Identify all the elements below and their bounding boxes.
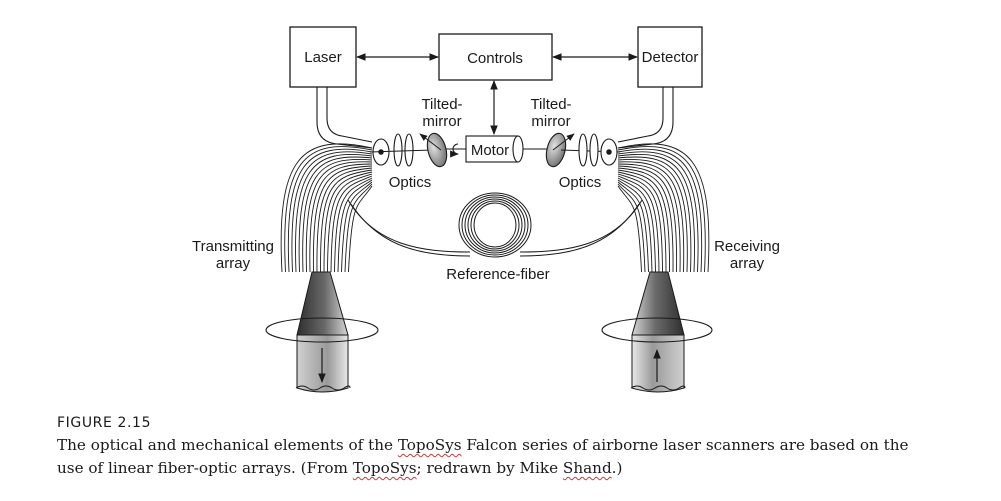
connector-arrows bbox=[356, 53, 638, 135]
tilted-mirror-right-line1: Tilted- bbox=[530, 96, 571, 113]
transmitting-array-line1: Transmitting bbox=[192, 238, 274, 255]
receiving-array-line2: array bbox=[730, 255, 765, 272]
right-tilted-mirror bbox=[545, 132, 575, 168]
spellcheck-word: TopoSys bbox=[397, 436, 462, 454]
transmitting-fiber-bundle bbox=[280, 143, 373, 273]
transmitting-scanner bbox=[265, 271, 379, 393]
laser-fiber bbox=[316, 87, 373, 149]
right-optics bbox=[560, 133, 621, 167]
left-tilted-mirror bbox=[419, 132, 448, 168]
tilted-mirror-left-line2: mirror bbox=[422, 113, 461, 130]
receiving-fiber-bundle bbox=[617, 143, 710, 273]
caption-line-1: The optical and mechanical elements of t… bbox=[57, 436, 909, 454]
reference-fiber bbox=[347, 192, 643, 258]
spellcheck-word: Shand bbox=[562, 459, 612, 477]
laser-label: Laser bbox=[304, 49, 342, 66]
controls-label: Controls bbox=[467, 50, 523, 67]
detector-fiber bbox=[617, 87, 674, 149]
tilted-mirror-right-line2: mirror bbox=[531, 113, 570, 130]
reference-fiber-label: Reference-fiber bbox=[446, 266, 549, 283]
optics-right-label: Optics bbox=[559, 174, 602, 191]
detector-label: Detector bbox=[642, 49, 699, 66]
transmitting-array-line2: array bbox=[216, 255, 251, 272]
optics-left-label: Optics bbox=[389, 174, 432, 191]
motor bbox=[446, 135, 548, 163]
laser-scanner-diagram: Laser Controls Detector Motor Tilted- mi… bbox=[192, 26, 780, 393]
receiving-scanner bbox=[601, 271, 713, 393]
spellcheck-word: TopoSys bbox=[352, 459, 417, 477]
motor-label: Motor bbox=[471, 142, 509, 159]
detector-block bbox=[637, 26, 703, 88]
left-optics bbox=[369, 133, 433, 167]
caption-line-2: use of linear fiber-optic arrays. (From … bbox=[57, 459, 623, 477]
receiving-array-line1: Receiving bbox=[714, 238, 780, 255]
laser-block bbox=[289, 26, 357, 88]
tilted-mirror-left-line1: Tilted- bbox=[421, 96, 462, 113]
figure-label: FIGURE 2.15 bbox=[57, 415, 152, 431]
controls-block bbox=[438, 33, 553, 81]
